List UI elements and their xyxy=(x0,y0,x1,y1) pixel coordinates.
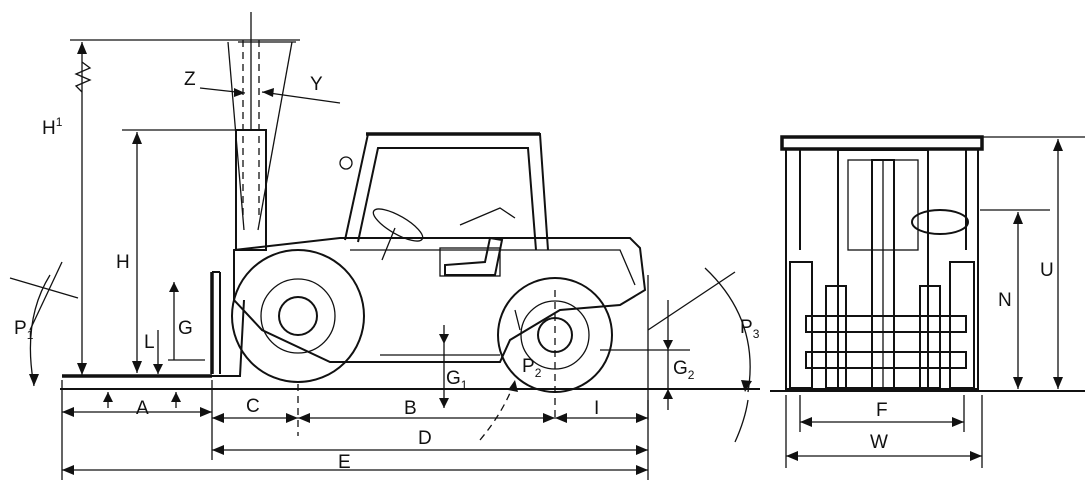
front-wheels xyxy=(789,261,975,389)
label-f: F xyxy=(876,400,888,421)
dim-a xyxy=(62,392,212,417)
label-p1: P1 xyxy=(14,318,34,342)
cab xyxy=(339,132,549,251)
dim-u xyxy=(982,136,1085,389)
label-w: W xyxy=(870,432,888,453)
label-h: H xyxy=(116,252,130,273)
dim-p3 xyxy=(647,267,752,443)
label-g1: G1 xyxy=(446,368,468,392)
dim-n xyxy=(980,209,1050,389)
dim-d xyxy=(212,445,648,455)
label-e: E xyxy=(338,452,351,473)
label-l: L xyxy=(144,332,155,353)
dim-i xyxy=(555,413,648,423)
label-g2: G2 xyxy=(673,358,695,382)
label-z: Z xyxy=(184,69,196,90)
label-p3: P3 xyxy=(740,317,760,341)
steering-wheel xyxy=(372,208,424,261)
fork xyxy=(62,271,245,378)
label-y: Y xyxy=(310,74,323,95)
dim-p2 xyxy=(479,309,521,441)
front-steering-wheel xyxy=(911,209,969,235)
side-view xyxy=(9,12,760,480)
label-h1: H1 xyxy=(42,115,63,139)
dim-h1 xyxy=(70,39,300,375)
label-i: I xyxy=(594,398,599,419)
mast-tilt-arrows xyxy=(199,87,341,104)
front-mast xyxy=(871,159,895,389)
label-c: C xyxy=(246,396,260,417)
label-b: B xyxy=(404,398,417,419)
label-a: A xyxy=(136,398,149,419)
label-n: N xyxy=(998,290,1012,311)
seat xyxy=(444,207,516,276)
dim-w xyxy=(785,395,983,468)
front-carriage xyxy=(805,285,967,389)
extension-lines xyxy=(61,380,649,480)
front-wheel xyxy=(231,249,365,383)
label-d: D xyxy=(418,428,432,449)
dim-p1 xyxy=(9,261,79,387)
dim-e xyxy=(62,465,648,475)
dim-h xyxy=(122,129,240,373)
rear-wheel xyxy=(497,277,613,420)
label-g: G xyxy=(178,318,193,339)
mast xyxy=(227,12,296,251)
dim-g2 xyxy=(600,300,690,410)
dim-l-g xyxy=(153,282,205,374)
forklift-body xyxy=(233,237,647,363)
label-u: U xyxy=(1040,260,1054,281)
label-p2: P2 xyxy=(522,356,542,380)
dim-b xyxy=(298,413,555,423)
dim-f xyxy=(799,395,965,432)
dimension-labels: H1 H Z Y P1 L G G1 P2 P3 G2 A C B I D E … xyxy=(14,69,1054,473)
dim-g1 xyxy=(439,325,449,408)
front-view xyxy=(770,135,1085,468)
dim-c xyxy=(212,384,299,436)
